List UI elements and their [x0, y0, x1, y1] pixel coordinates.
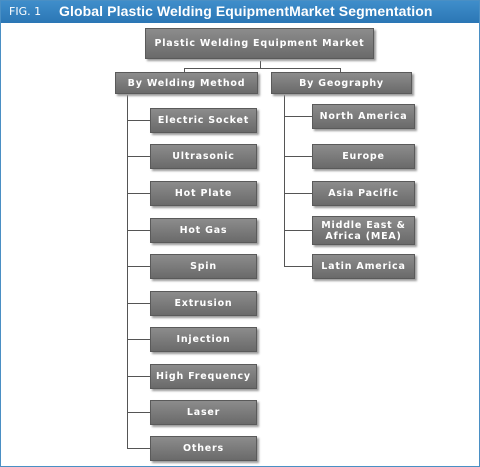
- leaf-electric-socket: Electric Socket: [150, 108, 257, 133]
- connector-root-down: [260, 61, 261, 69]
- connector-leaf: [284, 116, 312, 117]
- connector-leaf: [127, 156, 150, 157]
- connector-leaf: [127, 412, 150, 413]
- leaf-middle-east-africa: Middle East & Africa (MEA): [312, 216, 415, 245]
- connector-branch-bar: [184, 68, 341, 69]
- connector-leaf: [127, 339, 150, 340]
- figure-label: FIG. 1: [9, 5, 42, 18]
- connector-leaf: [127, 376, 150, 377]
- connector-leaf: [127, 193, 150, 194]
- leaf-laser: Laser: [150, 400, 257, 425]
- leaf-hot-plate: Hot Plate: [150, 181, 257, 206]
- connector-leaf: [127, 266, 150, 267]
- leaf-extrusion: Extrusion: [150, 291, 257, 316]
- leaf-europe: Europe: [312, 144, 415, 169]
- leaf-north-america: North America: [312, 104, 415, 129]
- connector-method-spine: [127, 95, 128, 448]
- leaf-latin-america: Latin America: [312, 254, 415, 279]
- leaf-high-frequency: High Frequency: [150, 364, 257, 389]
- leaf-hot-gas: Hot Gas: [150, 218, 257, 243]
- connector-leaf: [127, 448, 150, 449]
- connector-leaf: [284, 266, 312, 267]
- connector-to-method: [184, 68, 185, 74]
- connector-leaf: [284, 230, 312, 231]
- branch-node-geography: By Geography: [271, 72, 412, 94]
- leaf-spin: Spin: [150, 254, 257, 279]
- leaf-injection: Injection: [150, 327, 257, 352]
- connector-leaf: [127, 303, 150, 304]
- connector-leaf: [127, 120, 150, 121]
- branch-node-welding-method: By Welding Method: [115, 72, 258, 94]
- leaf-ultrasonic: Ultrasonic: [150, 144, 257, 169]
- connector-leaf: [127, 230, 150, 231]
- root-node: Plastic Welding Equipment Market: [145, 28, 374, 59]
- connector-to-geography: [340, 68, 341, 74]
- connector-leaf: [284, 193, 312, 194]
- connector-leaf: [284, 156, 312, 157]
- figure-title: Global Plastic Welding EquipmentMarket S…: [59, 3, 433, 19]
- figure-header: FIG. 1 Global Plastic Welding EquipmentM…: [1, 1, 479, 23]
- connector-geography-spine: [284, 95, 285, 266]
- leaf-asia-pacific: Asia Pacific: [312, 181, 415, 206]
- leaf-others: Others: [150, 436, 257, 461]
